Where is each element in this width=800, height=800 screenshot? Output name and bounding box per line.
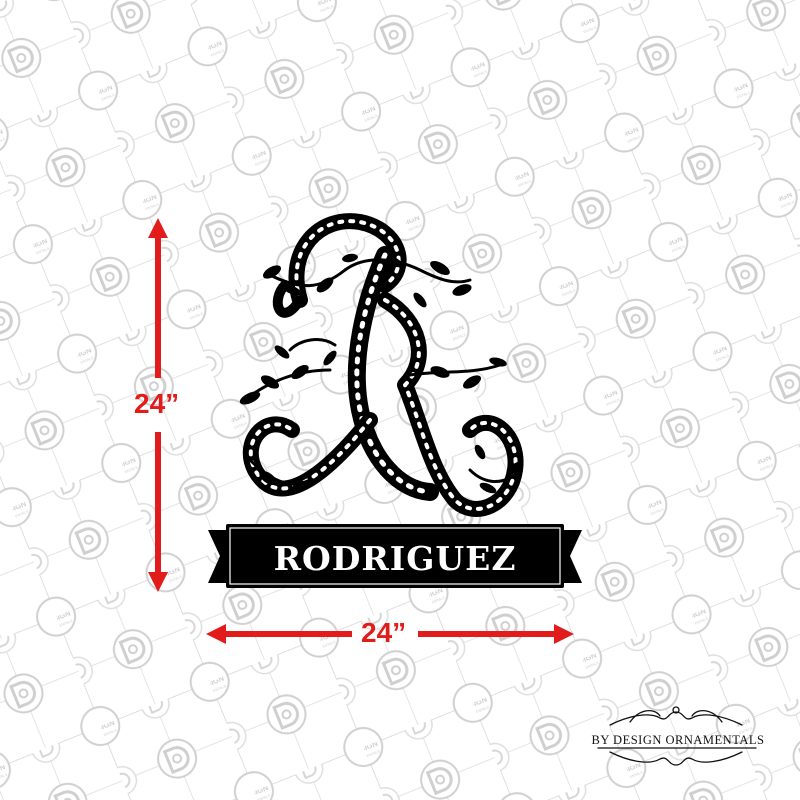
monogram-r-artwork — [242, 213, 524, 517]
width-dimension-arrow — [206, 624, 574, 644]
width-dimension-label: 24” — [361, 617, 407, 648]
name-banner-ribbon — [208, 524, 582, 588]
height-dimension-label: 24” — [134, 388, 180, 419]
brand-ornament — [597, 706, 757, 766]
height-dimension-arrow — [148, 218, 168, 592]
vine-leaves — [239, 253, 523, 494]
banner-name-text: RODRIGUEZ — [273, 538, 517, 578]
brand-name: BY DESIGN ORNAMENTALS — [591, 733, 765, 747]
